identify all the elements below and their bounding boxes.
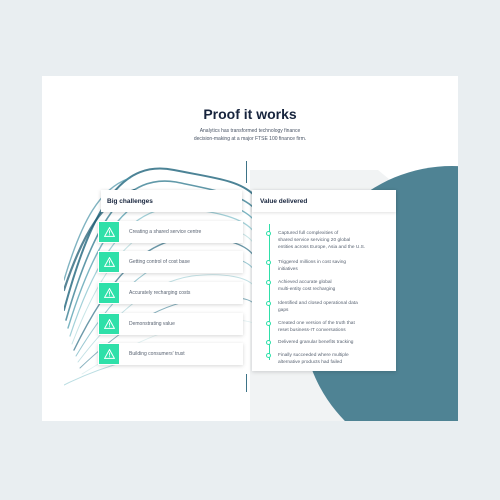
timeline-dot-icon [266, 301, 271, 306]
value-text-line: reset business-IT conversations [278, 328, 346, 333]
value-text-line: Created one version of the truth that [278, 321, 355, 326]
value-text: Identified and closed operational data g… [278, 300, 388, 314]
timeline-dot-icon [266, 231, 271, 236]
challenge-item: Creating a shared service centre [98, 221, 243, 243]
subtitle-line: decision-making at a major FTSE 100 fina… [193, 136, 307, 142]
center-divider-bottom [246, 374, 247, 392]
value-text-line: Captured full complexities of [278, 231, 339, 236]
challenge-label: Accurately recharging costs [129, 290, 191, 296]
timeline-dot-icon [266, 340, 271, 345]
challenge-label: Building consumers' trust [129, 351, 185, 357]
warning-icon [99, 252, 119, 272]
challenges-header: Big challenges [101, 190, 242, 212]
value-text-line: Finally succeeded where multiple [278, 353, 349, 358]
value-delivered-panel: Value delivered Captured full complexiti… [252, 190, 396, 371]
challenge-item: Getting control of cost base [98, 251, 243, 273]
value-text-line: Triggered millions in cost saving [278, 260, 347, 265]
timeline-dot-icon [266, 353, 271, 358]
page-subtitle: Analytics has transformed technology fin… [42, 127, 458, 143]
page-title: Proof it works [203, 106, 297, 122]
value-text: Delivered granular benefits tracking [278, 339, 388, 346]
value-text-line: Identified and closed operational data [278, 301, 358, 306]
value-text-line: Delivered granular benefits tracking [278, 340, 354, 345]
value-text-line: shared service servicing 20 global [278, 238, 351, 243]
timeline-dot-icon [266, 260, 271, 265]
value-text: Finally succeeded where multiple alterna… [278, 352, 388, 366]
timeline-line [269, 224, 270, 360]
challenge-item: Demonstrating value [98, 313, 243, 335]
timeline-dot-icon [266, 280, 271, 285]
challenge-label: Getting control of cost base [129, 259, 190, 265]
value-header: Value delivered [252, 190, 396, 212]
proof-card: Proof it works Analytics has transformed… [42, 76, 458, 421]
challenge-item: Building consumers' trust [98, 343, 243, 365]
value-text-line: gaps [278, 308, 289, 313]
value-text: Triggered millions in cost saving initia… [278, 259, 388, 273]
challenge-item: Accurately recharging costs [98, 282, 243, 304]
warning-icon [99, 344, 119, 364]
value-text-line: Achieved accurate global [278, 280, 332, 285]
value-text-line: entities across Europe, Asia and the U.S… [278, 245, 366, 250]
timeline-dot-icon [266, 321, 271, 326]
center-divider-top [246, 161, 247, 183]
value-text-line: multi-entity cost recharging [278, 287, 336, 292]
subtitle-line: Analytics has transformed technology fin… [199, 128, 301, 134]
warning-icon [99, 314, 119, 334]
warning-icon [99, 222, 119, 242]
challenge-label: Demonstrating value [129, 321, 175, 327]
value-text: Achieved accurate global multi-entity co… [278, 279, 388, 293]
value-text: Captured full complexities of shared ser… [278, 230, 388, 251]
value-text: Created one version of the truth that re… [278, 320, 388, 334]
challenge-label: Creating a shared service centre [129, 229, 202, 235]
warning-icon [99, 283, 119, 303]
value-text-line: alternative products had failed [278, 360, 342, 365]
value-text-line: initiatives [278, 267, 298, 272]
